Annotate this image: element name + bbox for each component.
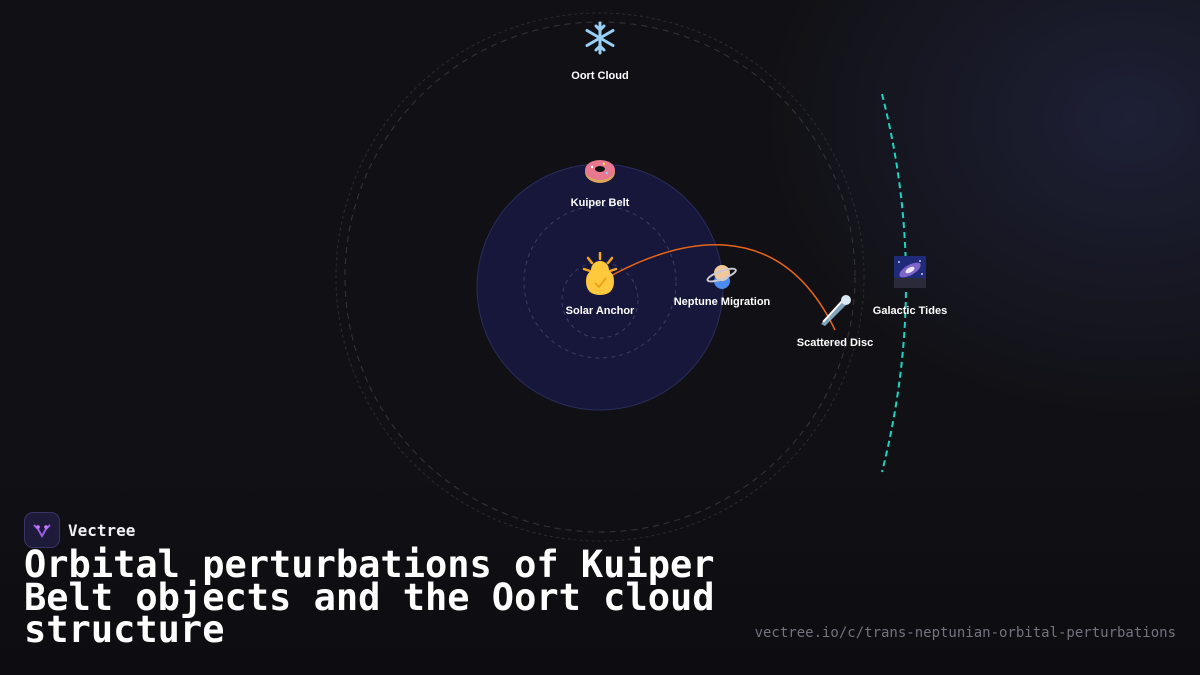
sun-icon xyxy=(580,252,620,295)
migration-arc xyxy=(599,244,836,331)
galactic-tides-label: Galactic Tides xyxy=(872,305,948,317)
kuiper-ring xyxy=(523,205,677,359)
brand: Vectree xyxy=(24,512,135,548)
donut-icon xyxy=(580,150,620,190)
page-title: Orbital perturbations of Kuiper Belt obj… xyxy=(24,543,715,651)
galaxy-icon xyxy=(890,252,930,292)
oort-cloud-label: Oort Cloud xyxy=(571,70,629,82)
neptune-migration-label: Neptune Migration xyxy=(673,296,771,308)
comet-icon xyxy=(815,290,855,330)
oort-outer-ring xyxy=(335,12,865,542)
snowflake-icon xyxy=(580,18,620,58)
brand-name: Vectree xyxy=(68,520,136,540)
ringed-planet-icon xyxy=(702,256,742,296)
scattered-disc-label: Scattered Disc xyxy=(796,337,874,349)
solar-anchor-label: Solar Anchor xyxy=(565,305,635,317)
source-url[interactable]: vectree.io/c/trans-neptunian-orbital-per… xyxy=(754,625,1176,641)
vectree-logo-icon xyxy=(24,512,60,548)
kuiper-belt-label: Kuiper Belt xyxy=(570,197,630,209)
